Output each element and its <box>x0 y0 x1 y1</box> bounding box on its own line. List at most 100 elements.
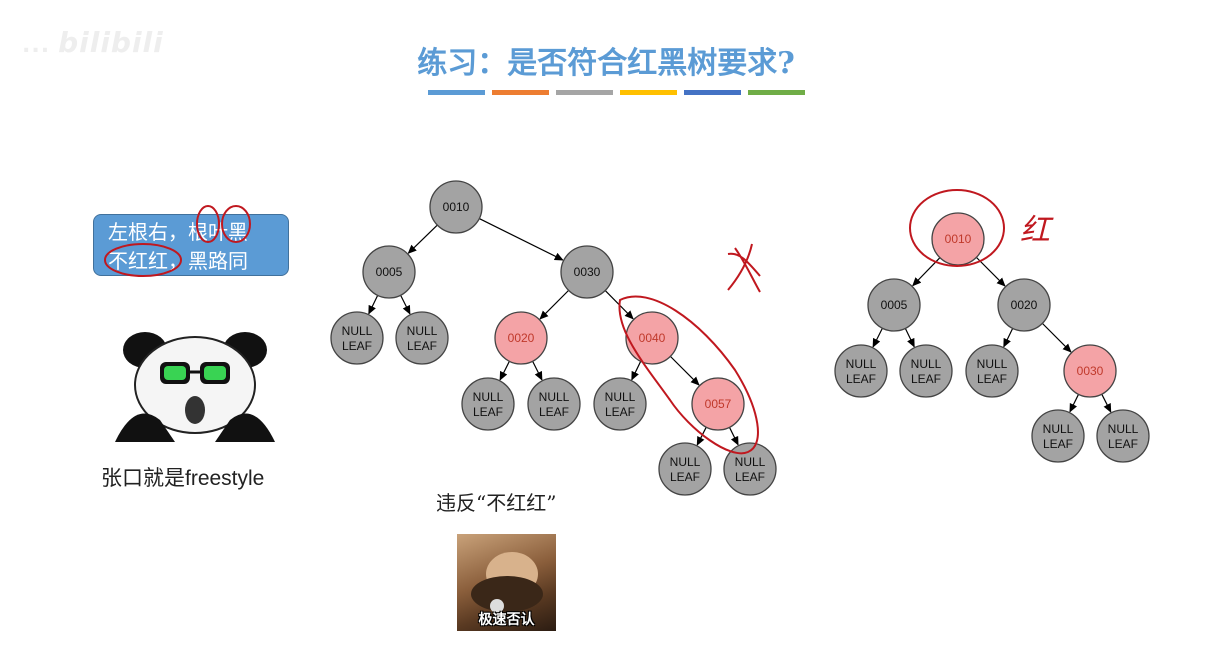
tree1-edge <box>407 224 438 254</box>
tree1-edge <box>479 218 564 261</box>
tree1-node-black: 0010 <box>429 180 483 234</box>
node-circle <box>461 377 515 431</box>
node-label: NULL <box>539 390 570 404</box>
bubble-pen-marks <box>104 205 251 277</box>
node-circle <box>593 377 647 431</box>
tree2-node-red: 0010 <box>931 212 985 266</box>
node-label: LEAF <box>977 372 1007 386</box>
tree1-edge <box>499 360 510 381</box>
node-circle <box>625 311 679 365</box>
slide-title: 练习：是否符合红黑树要求? <box>417 46 795 81</box>
bilibili-logo: bilibili <box>58 26 164 59</box>
node-label: LEAF <box>539 405 569 419</box>
node-label: LEAF <box>1043 437 1073 451</box>
watermark-text: ... <box>22 33 51 58</box>
bubble-line-1: 左根右，根叶黑 <box>108 220 248 244</box>
tree1-node-red: 0057 <box>691 377 745 431</box>
color-bar-segment <box>492 90 549 95</box>
node-label: NULL <box>605 390 636 404</box>
speech-bubble: 左根右，根叶黑 不红红，黑路同 <box>93 205 293 315</box>
tree2-edge <box>975 256 1006 287</box>
tree2-edge <box>904 328 915 348</box>
node-label: NULL <box>735 455 766 469</box>
red-note: 红 <box>1020 213 1054 248</box>
node-circle <box>691 377 745 431</box>
node-label: LEAF <box>1108 437 1138 451</box>
node-label: LEAF <box>911 372 941 386</box>
node-label: 0040 <box>639 331 666 345</box>
node-label: 0030 <box>574 265 601 279</box>
node-label: NULL <box>911 357 942 371</box>
tree1-node-red: 0020 <box>494 311 548 365</box>
tree2-node-black: 0005 <box>867 278 921 332</box>
tree1-edge <box>631 361 642 381</box>
tree2-edge <box>1101 393 1112 413</box>
tree1-node-black: 0005 <box>362 245 416 299</box>
node-circle <box>560 245 614 299</box>
pen-annotations: 红 <box>618 189 1054 455</box>
watermark: ... bilibili <box>22 26 164 59</box>
node-circle <box>867 278 921 332</box>
node-circle <box>658 442 712 496</box>
node-label: LEAF <box>473 405 503 419</box>
node-circle <box>834 344 888 398</box>
node-circle <box>429 180 483 234</box>
node-label: LEAF <box>670 470 700 484</box>
color-bar-segment <box>556 90 613 95</box>
violation-loop <box>618 295 759 455</box>
violation-caption: 违反“不红红” <box>436 491 557 515</box>
tree1-edge <box>368 295 379 315</box>
node-label: LEAF <box>605 405 635 419</box>
color-bar-segment <box>620 90 677 95</box>
node-label: NULL <box>1043 422 1074 436</box>
tree2-edge <box>1069 394 1080 413</box>
meme-figure <box>471 552 543 613</box>
tree1-edge <box>669 355 700 386</box>
color-bar-segment <box>428 90 485 95</box>
tree2-edge <box>1003 328 1014 348</box>
node-label: LEAF <box>407 339 437 353</box>
node-circle <box>899 344 953 398</box>
node-circle <box>1096 409 1150 463</box>
node-label: 0010 <box>945 232 972 246</box>
node-circle <box>494 311 548 365</box>
wrong-x-mark <box>727 243 761 293</box>
tree1-edge <box>400 294 411 315</box>
bubble-body: 左根右，根叶黑 不红红，黑路同 <box>93 214 289 276</box>
node-label: 0005 <box>376 265 403 279</box>
node-label: 0010 <box>443 200 470 214</box>
panda-sticker <box>115 332 275 442</box>
meme-image: 极速否认 <box>457 534 556 631</box>
node-label: NULL <box>1108 422 1139 436</box>
node-label: LEAF <box>342 339 372 353</box>
node-label: 0030 <box>1077 364 1104 378</box>
tree1-node-red: 0040 <box>625 311 679 365</box>
node-label: NULL <box>670 455 701 469</box>
node-label: 0005 <box>881 298 908 312</box>
tree1-edge <box>539 289 570 320</box>
color-bar-segment <box>684 90 741 95</box>
node-circle <box>395 311 449 365</box>
tree1-edge <box>728 427 739 446</box>
node-label: 0020 <box>508 331 535 345</box>
node-label: NULL <box>473 390 504 404</box>
node-label: 0020 <box>1011 298 1038 312</box>
node-label: NULL <box>846 357 877 371</box>
node-label: 0057 <box>705 397 732 411</box>
tree2-edge <box>872 327 883 348</box>
tree1-node-black: 0030 <box>560 245 614 299</box>
